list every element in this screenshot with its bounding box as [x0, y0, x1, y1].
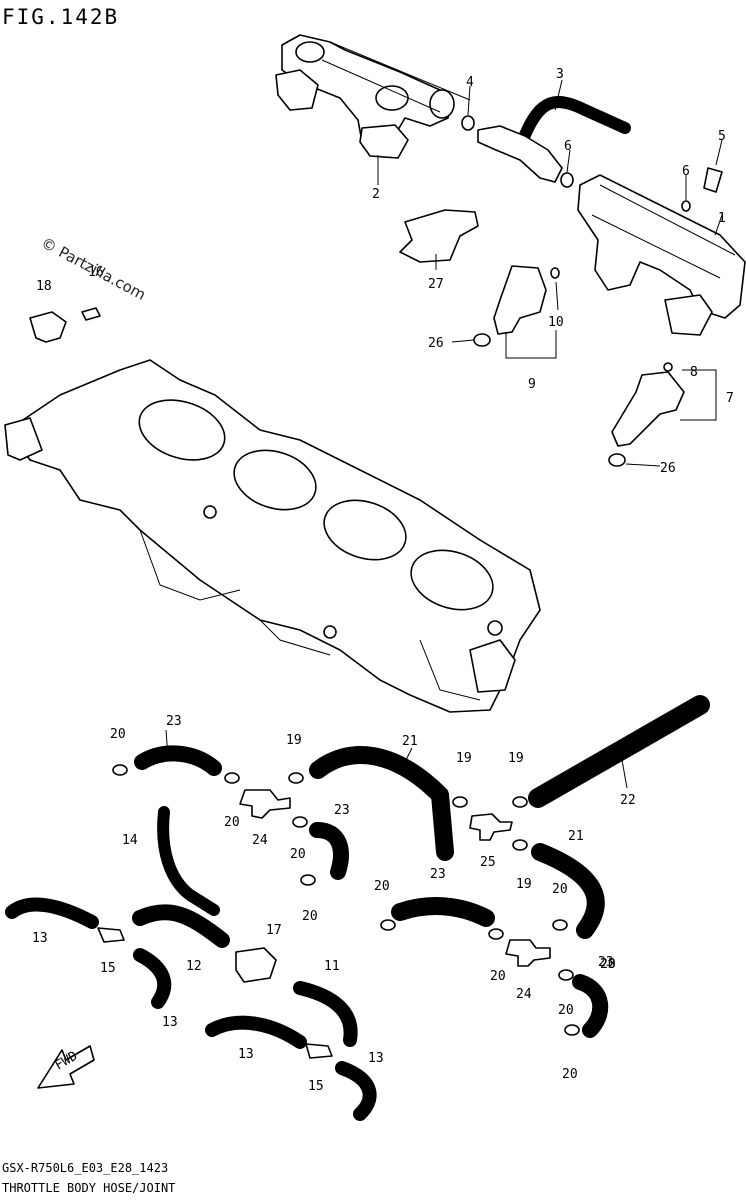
callout-14: 14	[122, 833, 138, 848]
callout-1: 1	[718, 211, 726, 226]
fuel-rail-right	[577, 174, 746, 336]
callout-16: 16	[88, 265, 104, 280]
callout-2: 2	[372, 187, 380, 202]
callout-17: 17	[266, 923, 282, 938]
callout-13: 13	[32, 931, 48, 946]
callout-20: 20	[224, 815, 240, 830]
watermark: © Partzilla.com	[38, 234, 149, 304]
callout-5: 5	[718, 129, 726, 144]
callout-22: 22	[620, 793, 636, 808]
callout-20: 20	[600, 957, 616, 972]
footer-caption: THROTTLE BODY HOSE/JOINT	[2, 1181, 175, 1195]
callout-13: 13	[238, 1047, 254, 1062]
figure-title: FIG.142B	[2, 5, 119, 29]
callout-20: 20	[562, 1067, 578, 1082]
callout-19: 19	[456, 751, 472, 766]
callout-6: 6	[564, 139, 572, 154]
throttle-body	[4, 359, 541, 713]
callout-26: 26	[660, 461, 676, 476]
callout-19: 19	[516, 877, 532, 892]
callout-3: 3	[556, 67, 564, 82]
fuel-rail-top	[275, 34, 471, 159]
callout-20: 20	[302, 909, 318, 924]
callout-20: 20	[558, 1003, 574, 1018]
callout-18: 18	[36, 279, 52, 294]
leader-lines	[165, 79, 723, 789]
callout-20: 20	[110, 727, 126, 742]
callout-24: 24	[516, 987, 532, 1002]
callout-23: 23	[430, 867, 446, 882]
callout-24: 24	[252, 833, 268, 848]
callout-4: 4	[466, 75, 474, 90]
footer-code: GSX-R750L6_E03_E28_1423	[2, 1161, 168, 1175]
callout-19: 19	[508, 751, 524, 766]
callout-23: 23	[598, 955, 614, 970]
callout-13: 13	[162, 1015, 178, 1030]
callout-10: 10	[548, 315, 564, 330]
callout-15: 15	[308, 1079, 324, 1094]
callout-20: 20	[290, 847, 306, 862]
callout-20: 20	[490, 969, 506, 984]
hose-group	[5, 695, 710, 1121]
callout-6: 6	[682, 164, 690, 179]
callout-26: 26	[428, 336, 444, 351]
callout-8: 8	[690, 365, 698, 380]
callout-27: 27	[428, 277, 444, 292]
callout-9: 9	[528, 377, 536, 392]
callout-21: 21	[402, 734, 418, 749]
callout-11: 11	[324, 959, 340, 974]
callout-12: 12	[186, 959, 202, 974]
callout-25: 25	[480, 855, 496, 870]
callout-23: 23	[600, 957, 616, 972]
callout-19: 19	[286, 733, 302, 748]
fwd-arrow: FWD	[37, 1045, 95, 1089]
callout-7: 7	[726, 391, 734, 406]
callout-23: 23	[166, 714, 182, 729]
callout-13: 13	[368, 1051, 384, 1066]
callout-21: 21	[568, 829, 584, 844]
callout-15: 15	[100, 961, 116, 976]
callout-23: 23	[334, 803, 350, 818]
callout-20: 20	[552, 882, 568, 897]
callout-20: 20	[374, 879, 390, 894]
